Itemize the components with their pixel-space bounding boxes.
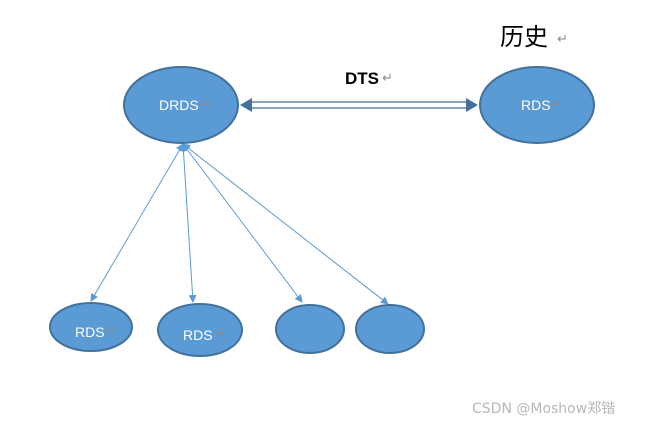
- rds-node-1-label: RDS: [75, 324, 105, 340]
- rds-node-2-label: RDS: [183, 327, 213, 343]
- rds-node-2: RDS ↵: [157, 303, 243, 357]
- drds-node: DRDS ↵: [123, 66, 239, 144]
- dts-sync-arrow: [240, 98, 478, 112]
- connector-drds-rds-2: [179, 143, 197, 303]
- drds-return-mark: ↵: [201, 97, 212, 112]
- rds-history-label: RDS: [521, 97, 551, 113]
- connector-drds-rds-1: [90, 143, 184, 302]
- watermark: CSDN @Moshow郑锴: [472, 401, 615, 417]
- dts-label: DTS: [345, 69, 379, 88]
- rds-node-1-return-mark: ↵: [106, 324, 117, 339]
- history-return-mark: ↵: [557, 32, 568, 47]
- dts-return-mark: ↵: [382, 71, 393, 86]
- node-3: [275, 304, 345, 354]
- connector-drds-node-4: [182, 143, 389, 305]
- rds-history-node: RDS ↵: [479, 66, 595, 144]
- history-label: 历史: [500, 23, 548, 51]
- rds-node-2-return-mark: ↵: [215, 327, 226, 342]
- rds-node-1: RDS ↵: [49, 302, 133, 352]
- drds-node-label: DRDS: [159, 97, 199, 113]
- rds-history-return-mark: ↵: [551, 97, 562, 112]
- node-4: [355, 304, 425, 354]
